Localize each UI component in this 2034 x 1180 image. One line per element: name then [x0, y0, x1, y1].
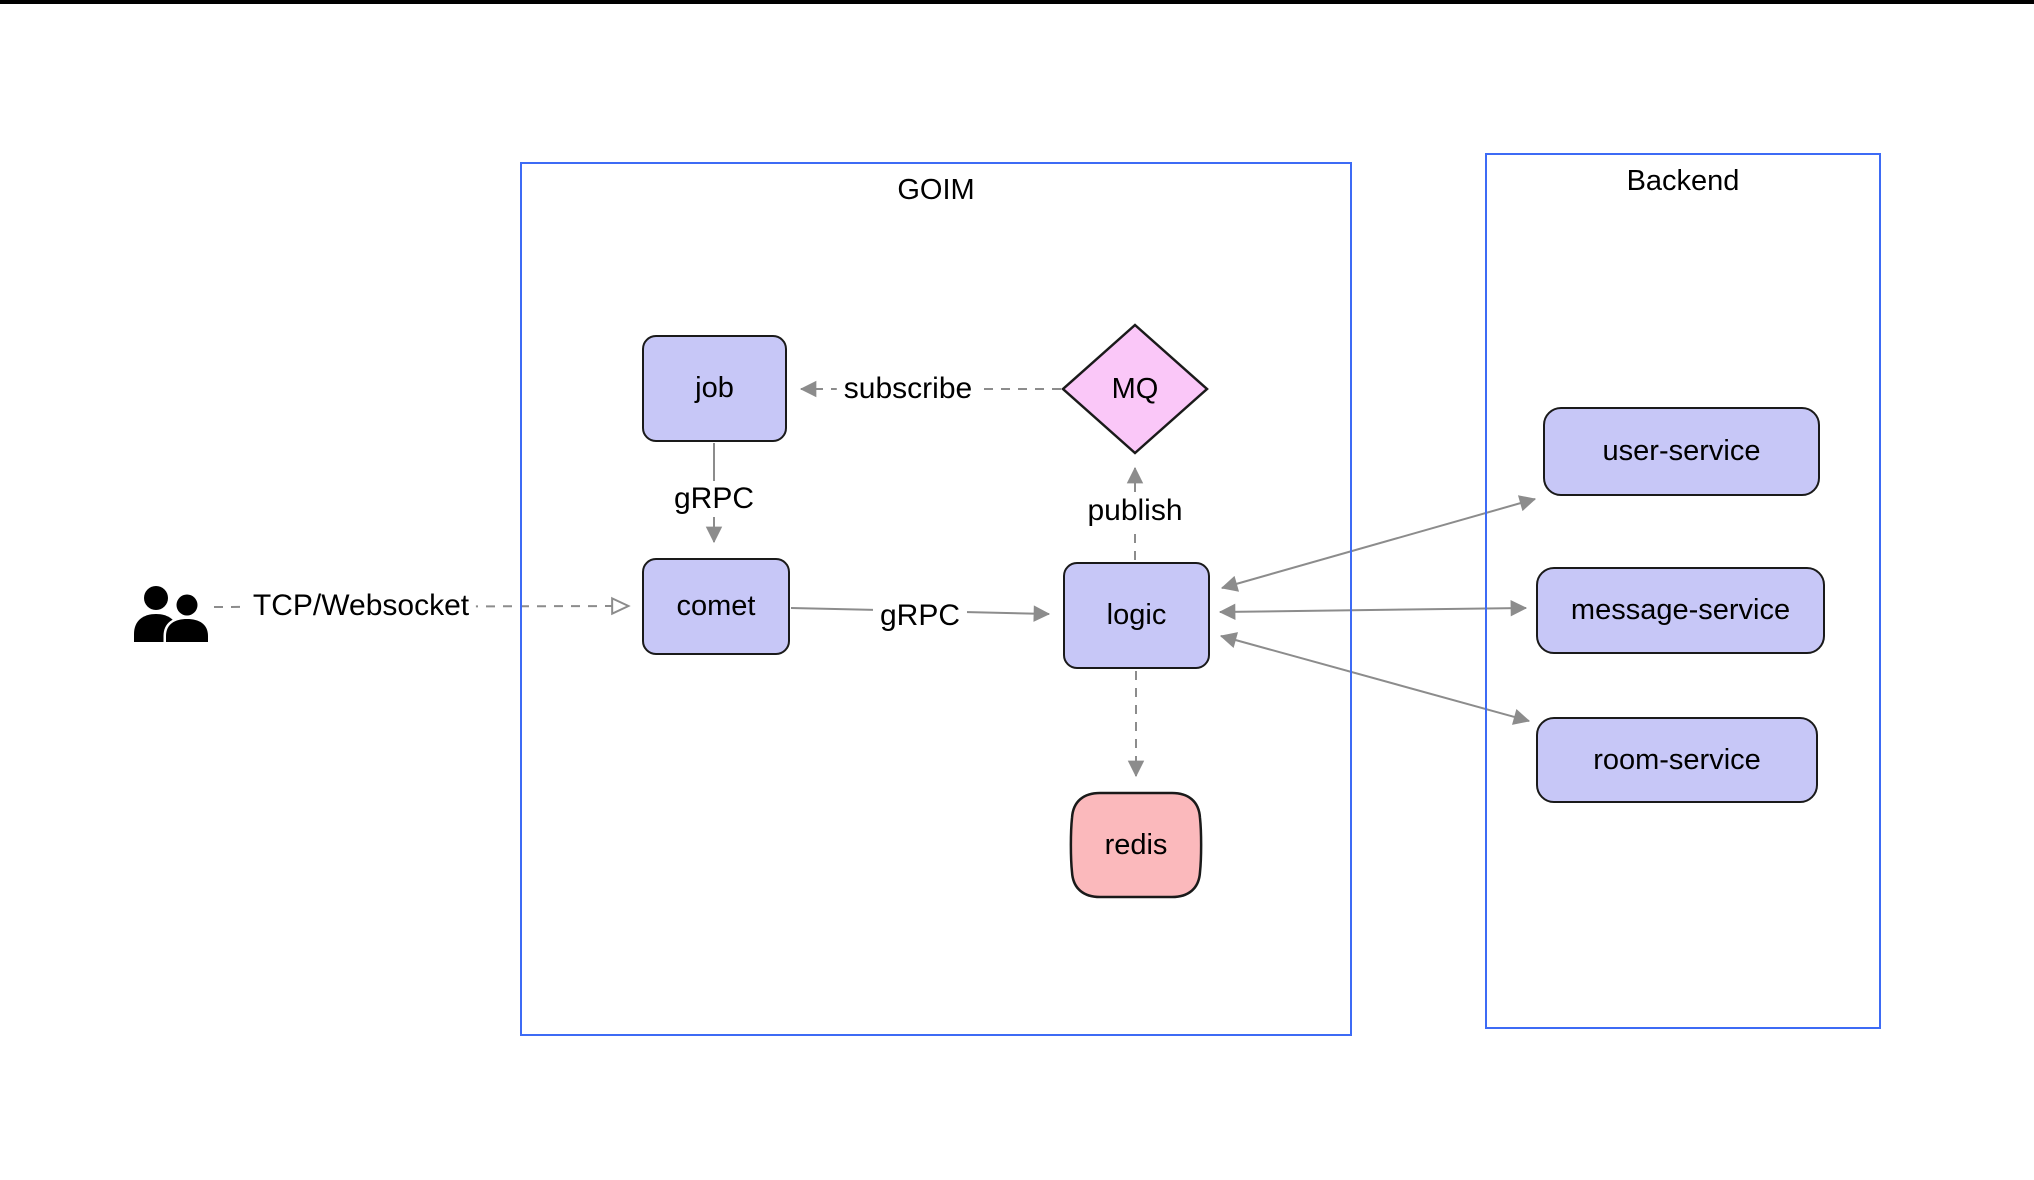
node-label: comet [676, 590, 756, 622]
node-label: MQ [1111, 372, 1159, 405]
edge-label-subscribe: subscribe [836, 371, 980, 407]
edge-label-publish: publish [1080, 493, 1190, 529]
node-room-service: room-service [1536, 717, 1818, 803]
node-redis: redis [1068, 790, 1204, 900]
node-label: message-service [1570, 594, 1791, 626]
node-comet: comet [642, 558, 790, 655]
window-top-bar [0, 0, 2034, 4]
node-label: user-service [1602, 435, 1761, 467]
node-label: redis [1104, 828, 1168, 861]
node-user-service: user-service [1543, 407, 1820, 496]
edge-label-tcp-websocket: TCP/Websocket [245, 588, 477, 624]
node-job: job [642, 335, 787, 442]
node-label: logic [1106, 599, 1167, 631]
node-logic: logic [1063, 562, 1210, 669]
redis-stored-data-shape [1069, 791, 1203, 899]
mq-diamond-shape [1061, 323, 1209, 455]
backend-group: Backend [1485, 153, 1881, 1029]
node-label: job [695, 372, 734, 404]
backend-group-title: Backend [1626, 165, 1740, 197]
node-message-service: message-service [1536, 567, 1825, 654]
users-icon [130, 584, 211, 646]
edge-label-grpc-comet-logic: gRPC [872, 598, 968, 634]
goim-group-title: GOIM [897, 174, 975, 206]
node-mq: MQ [1060, 322, 1210, 456]
edge-label-grpc-job-comet: gRPC [666, 481, 762, 517]
goim-group: GOIM [520, 162, 1352, 1036]
node-label: room-service [1593, 743, 1761, 776]
